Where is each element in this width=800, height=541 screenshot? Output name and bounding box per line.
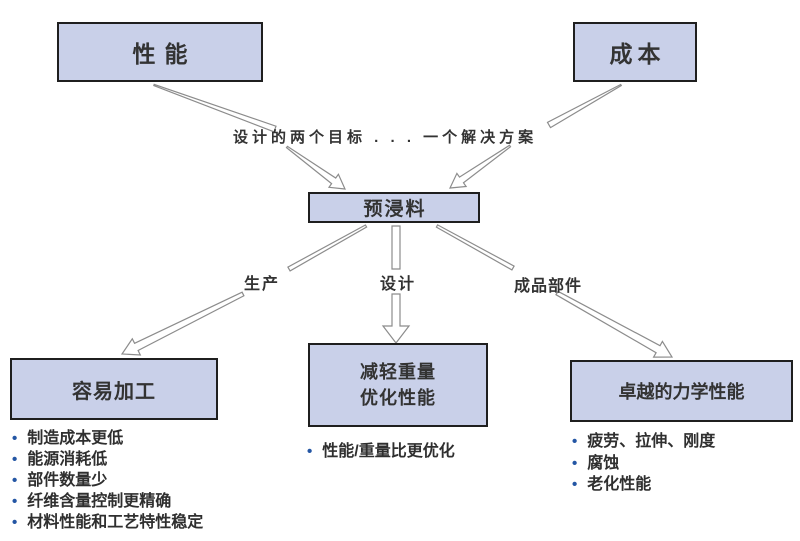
branch-label-design: 设计 [380, 276, 417, 293]
bullet-list-lighter-weight: 性能/重量比更优化 [307, 441, 454, 462]
arrow-design-to-weight [381, 293, 411, 344]
arrow-caption-to-prepreg-left [285, 145, 346, 190]
bullet-item: 纤维含量控制更精确 [12, 491, 203, 512]
arrow-finished-to-mech [555, 290, 674, 358]
box-easy-processing-label: 容易加工 [72, 380, 156, 403]
arrow-performance-to-caption [153, 83, 277, 133]
box-mechanical-performance-label: 卓越的力学性能 [618, 382, 745, 402]
bullet-item: 制造成本更低 [12, 428, 203, 449]
bullet-item: 部件数量少 [12, 470, 203, 491]
bullet-list-easy-processing: 制造成本更低 能源消耗低 部件数量少 纤维含量控制更精确 材料性能和工艺特性稳定 [12, 428, 203, 533]
box-performance: 性能 [57, 22, 263, 82]
bullet-item: 疲劳、拉伸、刚度 [572, 431, 715, 453]
box-mechanical-performance: 卓越的力学性能 [570, 360, 793, 422]
box-lighter-weight: 减轻重量 优化性能 [308, 343, 488, 427]
box-easy-processing: 容易加工 [10, 358, 218, 420]
arrow-prepreg-to-design [391, 225, 401, 270]
box-lighter-weight-line1: 减轻重量 [360, 362, 436, 382]
arrow-cost-to-caption [546, 83, 623, 129]
bullet-item: 腐蚀 [572, 453, 715, 475]
box-cost-label: 成本 [609, 41, 666, 67]
arrow-production-to-easy [120, 291, 245, 356]
branch-label-finished-parts: 成品部件 [514, 278, 583, 295]
convergence-caption: 设计的两个目标 . . . 一个解决方案 [233, 129, 538, 146]
box-lighter-weight-line2: 优化性能 [360, 388, 436, 408]
box-cost: 成本 [573, 22, 697, 82]
arrow-caption-to-prepreg-right [449, 144, 512, 189]
branch-label-production: 生产 [244, 276, 281, 293]
box-prepreg-label: 预浸料 [363, 199, 427, 220]
bullet-item: 能源消耗低 [12, 449, 203, 470]
box-performance-label: 性能 [132, 41, 197, 67]
arrow-prepreg-to-production [287, 224, 368, 272]
bullet-item: 材料性能和工艺特性稳定 [12, 512, 203, 533]
bullet-item: 性能/重量比更优化 [307, 441, 454, 462]
arrow-prepreg-to-finished [435, 224, 515, 271]
box-prepreg: 预浸料 [308, 192, 480, 223]
bullet-item: 老化性能 [572, 474, 715, 496]
bullet-list-mechanical: 疲劳、拉伸、刚度 腐蚀 老化性能 [572, 431, 715, 496]
